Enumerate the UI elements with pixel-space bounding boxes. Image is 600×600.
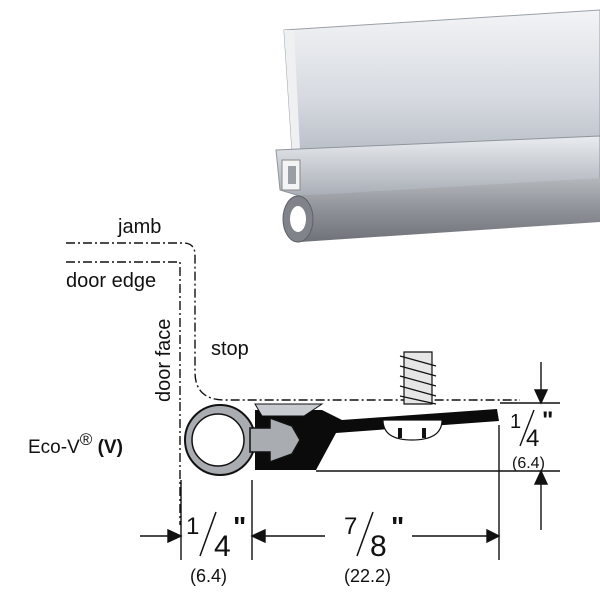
product-name: Eco-V <box>28 437 80 458</box>
width-left-numerator: 1 <box>186 513 199 540</box>
width-left-inch-mark: " <box>233 511 246 542</box>
svg-text:Eco-V® (V): Eco-V® (V) <box>28 430 123 458</box>
screw-icon <box>399 351 437 405</box>
dimension-lines <box>140 362 560 560</box>
door-edge-label: door edge <box>66 270 156 292</box>
height-denominator: 4 <box>526 425 539 452</box>
height-numerator: 1 <box>510 411 521 433</box>
width-right-numerator: 7 <box>344 513 357 540</box>
seal-cross-section <box>184 403 499 476</box>
width-left-dimension: 1 4 " (6.4) <box>186 511 246 586</box>
product-photo <box>275 9 600 243</box>
width-right-metric: (22.2) <box>344 566 391 586</box>
jamb-label: jamb <box>117 216 161 238</box>
door-face-label: door face <box>153 319 175 402</box>
width-right-inch-mark: " <box>391 511 404 542</box>
height-dimension: 1 4 " (6.4) <box>510 407 553 472</box>
product-code: (V) <box>98 437 123 458</box>
width-right-denominator: 8 <box>370 530 387 563</box>
width-left-metric: (6.4) <box>190 566 227 586</box>
width-right-dimension: 7 8 " (22.2) <box>344 511 404 586</box>
stop-label: stop <box>211 338 249 360</box>
width-left-denominator: 4 <box>214 530 231 563</box>
jamb-outline <box>66 242 520 525</box>
product-label: Eco-V® (V) <box>28 430 123 458</box>
product-reg-mark: ® <box>80 430 93 449</box>
height-metric: (6.4) <box>512 455 545 472</box>
height-inch-mark: " <box>542 407 553 434</box>
